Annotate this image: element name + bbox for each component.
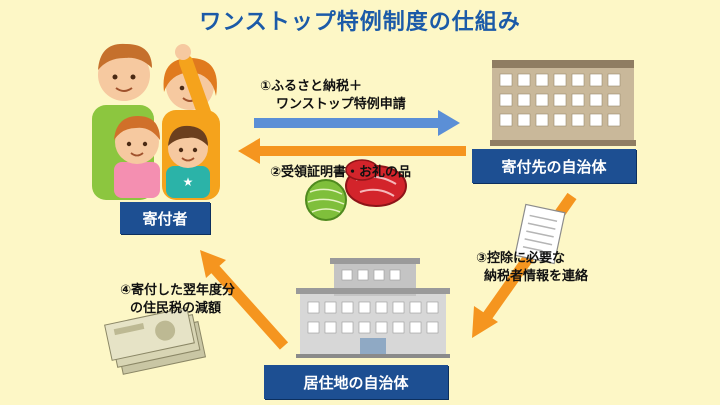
family-illustration: ★ [92,43,220,200]
arrow-step1 [254,110,460,136]
residence-municipality-label: 居住地の自治体 [264,365,448,399]
step3-text-line1: ③控除に必要な [476,251,566,266]
step2-text: ②受領証明書・お礼の品 [270,165,412,180]
step1-text-line1: ①ふるさと納税＋ [260,79,363,94]
donation-municipality-label: 寄付先の自治体 [472,149,636,183]
arrow-step2 [238,138,466,164]
banknotes-illustration [104,307,207,375]
document-illustration [514,203,566,265]
step1-text-line2: ワンストップ特例申請 [276,97,406,112]
gift-illustration [305,159,407,221]
step4-text-line2: の住民税の減額 [130,301,222,316]
arrow-step4 [200,250,289,350]
donor-label: 寄付者 [120,202,210,234]
step3-text-line2: 納税者情報を連絡 [484,269,589,284]
donation-municipality-building [490,60,636,146]
step4-text-line1: ④寄付した翌年度分 [120,283,236,298]
svg-text:★: ★ [183,175,194,189]
residence-municipality-building [296,258,450,358]
page-title: ワンストップ特例制度の仕組み [199,10,521,35]
